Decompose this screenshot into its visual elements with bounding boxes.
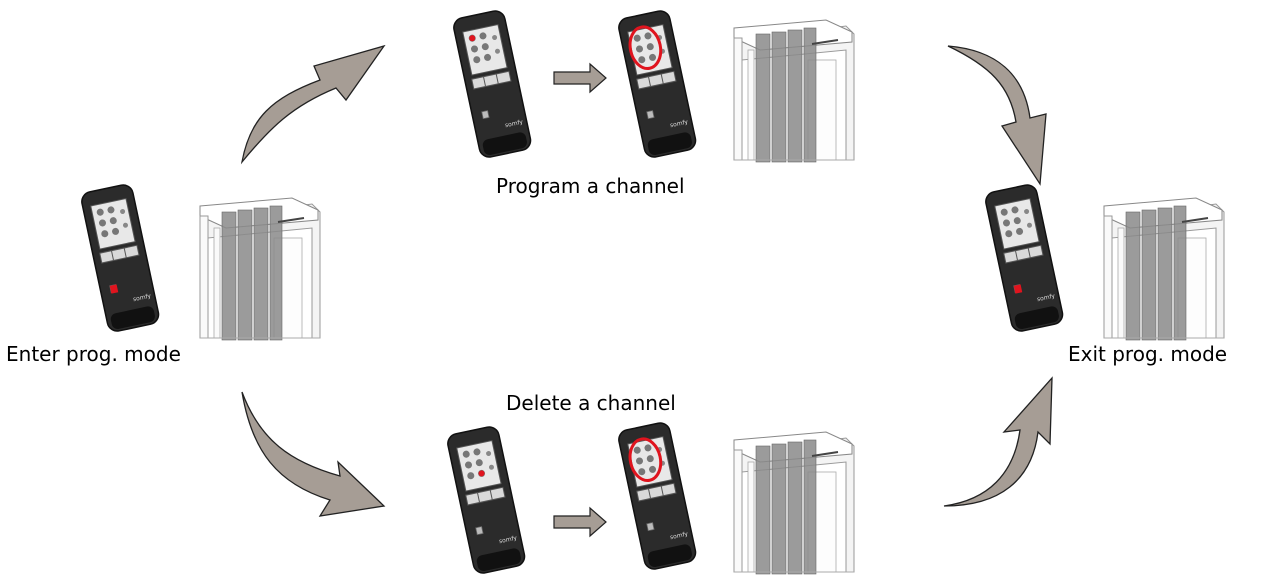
remote-control-icon (616, 8, 699, 160)
step-label-delete: Delete a channel (506, 391, 676, 415)
curved-arrow-delete-to-exit (943, 376, 1053, 507)
right-arrow-icon (553, 63, 607, 93)
curved-arrow-program-to-exit (947, 45, 1047, 186)
step-label-exit: Exit prog. mode (1068, 342, 1228, 366)
curtain-icon (733, 431, 855, 575)
step-label-program: Program a channel (496, 174, 685, 198)
curved-arrow-enter-to-program (240, 44, 386, 165)
remote-control-icon (445, 424, 528, 576)
curtain-icon (1103, 197, 1225, 341)
remote-control-icon (983, 182, 1066, 334)
remote-control-icon (451, 8, 534, 160)
curtain-icon (733, 19, 855, 163)
step-label-enter: Enter prog. mode (6, 342, 181, 366)
remote-control-icon (616, 420, 699, 572)
remote-control-icon (79, 182, 162, 334)
right-arrow-icon (553, 507, 607, 537)
curtain-icon (199, 197, 321, 341)
curved-arrow-enter-to-delete (241, 391, 386, 517)
